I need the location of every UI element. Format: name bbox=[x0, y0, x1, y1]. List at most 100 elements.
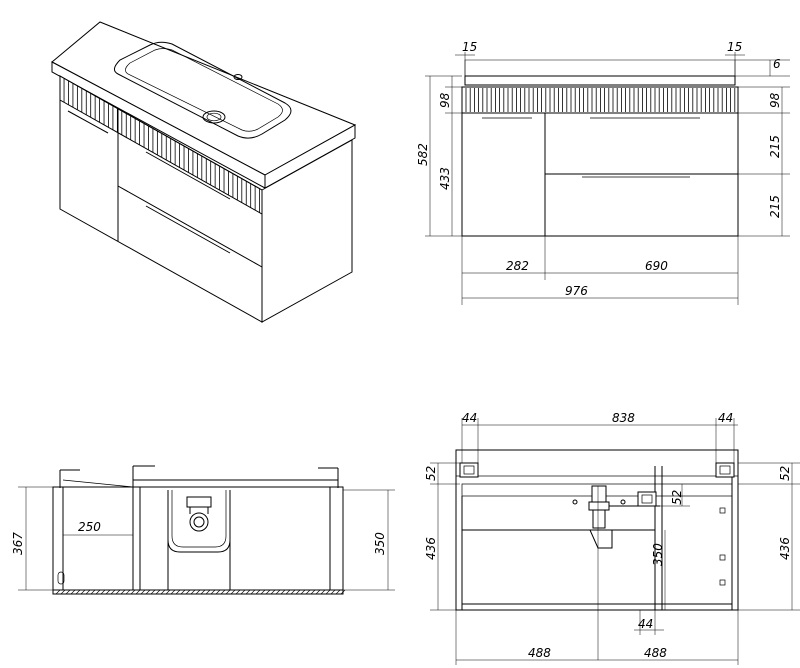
dim-door-height: 433 bbox=[438, 167, 452, 190]
dim-top-edge: 6 bbox=[773, 57, 781, 71]
fluting-line bbox=[110, 589, 116, 595]
fluting-line bbox=[335, 589, 341, 595]
fluting-line bbox=[280, 589, 286, 595]
fluting-line bbox=[145, 589, 151, 595]
fluting-line bbox=[120, 589, 126, 595]
fluting-line bbox=[255, 589, 261, 595]
fluting-line bbox=[70, 589, 76, 595]
fluting-line bbox=[165, 589, 171, 595]
side-section-view: 367 250 350 bbox=[11, 465, 395, 595]
fluting-line bbox=[235, 589, 241, 595]
fluting-line bbox=[140, 589, 146, 595]
side-dim-height-left: 367 bbox=[11, 532, 25, 555]
section-dim-center-span: 838 bbox=[612, 411, 635, 425]
front-view: 15 15 6 582 98 433 98 215 215 282 690 97… bbox=[416, 40, 790, 305]
section-dim-right-offset: 44 bbox=[718, 411, 733, 425]
fluting-line bbox=[55, 589, 61, 595]
fluting-line bbox=[240, 589, 246, 595]
fluting-line bbox=[155, 589, 161, 595]
fluting-line bbox=[295, 589, 301, 595]
bracket-middle bbox=[637, 491, 657, 507]
section-dim-height-right: 436 bbox=[778, 537, 792, 560]
fluting-line bbox=[190, 589, 196, 595]
isometric-view bbox=[51, 21, 357, 323]
fluting-line bbox=[315, 589, 321, 595]
siphon bbox=[186, 496, 212, 508]
fluting-line bbox=[160, 589, 166, 595]
fluting-line bbox=[220, 589, 226, 595]
fluting-line bbox=[75, 589, 81, 595]
bracket-right bbox=[715, 462, 735, 478]
section-dim-half-left: 488 bbox=[528, 646, 551, 660]
dim-door-width: 282 bbox=[506, 259, 529, 273]
fluting-line bbox=[300, 589, 306, 595]
fluting-line bbox=[200, 589, 206, 595]
bottom-hatch bbox=[55, 589, 346, 595]
dim-top-left: 15 bbox=[462, 40, 477, 54]
fluting-lines bbox=[63, 78, 260, 213]
section-dim-inner-small: 52 bbox=[670, 490, 684, 505]
fluting-line bbox=[290, 589, 296, 595]
fluting-line bbox=[95, 589, 101, 595]
fluting-band bbox=[59, 75, 263, 215]
fluting-line bbox=[85, 589, 91, 595]
fluting-line bbox=[65, 589, 71, 595]
dim-overall-height: 582 bbox=[416, 143, 430, 166]
fluting-line bbox=[175, 589, 181, 595]
fluting-line bbox=[230, 589, 236, 595]
section-dim-half-right: 488 bbox=[644, 646, 667, 660]
dim-fluting-left: 98 bbox=[438, 92, 452, 108]
fluting-line bbox=[90, 589, 96, 595]
fluting-line bbox=[275, 589, 281, 595]
fluting-line bbox=[150, 589, 156, 595]
drain-pipe bbox=[591, 485, 607, 503]
front-top-slab bbox=[464, 75, 736, 86]
front-section-view: 44 838 44 52 436 52 436 52 350 44 488 48… bbox=[424, 411, 800, 665]
basin-inner bbox=[125, 48, 283, 132]
basin-drain-icon bbox=[202, 110, 226, 124]
section-dim-drain-height: 350 bbox=[651, 543, 665, 566]
fluting-line bbox=[310, 589, 316, 595]
fluting-line bbox=[205, 589, 211, 595]
fluting-line bbox=[270, 589, 276, 595]
front-fluting-lines bbox=[465, 88, 736, 112]
fluting-line bbox=[320, 589, 326, 595]
fluting-line bbox=[210, 589, 216, 595]
countertop-side-edge bbox=[264, 124, 356, 189]
fluting-line bbox=[325, 589, 331, 595]
fluting-line bbox=[130, 589, 136, 595]
fluting-line bbox=[245, 589, 251, 595]
fluting-line bbox=[215, 589, 221, 595]
bracket-left bbox=[459, 462, 479, 478]
cabinet-side bbox=[261, 139, 353, 323]
fluting-line bbox=[265, 589, 271, 595]
side-dim-height-right: 350 bbox=[373, 532, 387, 555]
tap-hole-icon bbox=[233, 74, 243, 80]
dim-drawer-bottom: 215 bbox=[768, 195, 782, 218]
fluting-line bbox=[260, 589, 266, 595]
side-fitting bbox=[57, 571, 65, 585]
fluting-line bbox=[105, 589, 111, 595]
fluting-line bbox=[285, 589, 291, 595]
section-dim-left-offset: 44 bbox=[462, 411, 477, 425]
fluting-line bbox=[125, 589, 131, 595]
fluting-line bbox=[170, 589, 176, 595]
fluting-line bbox=[250, 589, 256, 595]
dim-drawers-width: 690 bbox=[645, 259, 668, 273]
drawer-handle-top bbox=[145, 151, 231, 200]
dim-top-right: 15 bbox=[727, 40, 742, 54]
fluting-line bbox=[80, 589, 86, 595]
fluting-line bbox=[185, 589, 191, 595]
fluting-line bbox=[305, 589, 311, 595]
dim-fluting-right: 98 bbox=[768, 92, 782, 108]
fluting-line bbox=[115, 589, 121, 595]
fluting-line bbox=[135, 589, 141, 595]
dim-overall-width: 976 bbox=[565, 284, 588, 298]
fluting-line bbox=[330, 589, 336, 595]
fluting-line bbox=[60, 589, 66, 595]
fluting-line bbox=[180, 589, 186, 595]
section-dim-height-left: 436 bbox=[424, 537, 438, 560]
fluting-line bbox=[340, 589, 346, 595]
side-basin-bowl bbox=[167, 490, 231, 553]
